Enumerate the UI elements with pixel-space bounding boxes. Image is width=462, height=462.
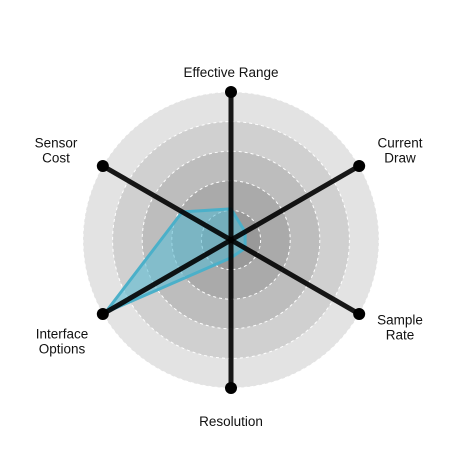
- axis-spoke-2: [229, 237, 361, 317]
- axis-spoke-5: [101, 163, 233, 243]
- axis-spoke-1: [229, 163, 361, 243]
- axis-label-line: Resolution: [199, 414, 263, 429]
- axis-label-0: Effective Range: [183, 65, 278, 80]
- axis-end-marker-4: [96, 308, 109, 320]
- axis-label-line: Cost: [42, 150, 70, 165]
- axis-end-marker-0: [225, 86, 237, 98]
- axis-spoke-4: [101, 237, 233, 317]
- axis-end-marker-2: [353, 308, 366, 320]
- axis-label-line: Draw: [384, 150, 416, 165]
- axis-end-marker-1: [353, 160, 366, 172]
- axis-label-line: Sensor: [35, 135, 78, 150]
- axis-label-line: Sample: [377, 312, 423, 327]
- axis-label-line: Options: [39, 341, 86, 356]
- axis-label-line: Current: [377, 135, 422, 150]
- axis-label-line: Interface: [36, 326, 89, 341]
- axis-label-line: Rate: [386, 327, 415, 342]
- axis-end-marker-3: [225, 382, 237, 394]
- axis-label-line: Effective Range: [183, 65, 278, 80]
- radar-axis-spokes: [96, 86, 366, 394]
- axis-end-marker-5: [96, 160, 109, 172]
- axis-label-3: Resolution: [199, 414, 263, 429]
